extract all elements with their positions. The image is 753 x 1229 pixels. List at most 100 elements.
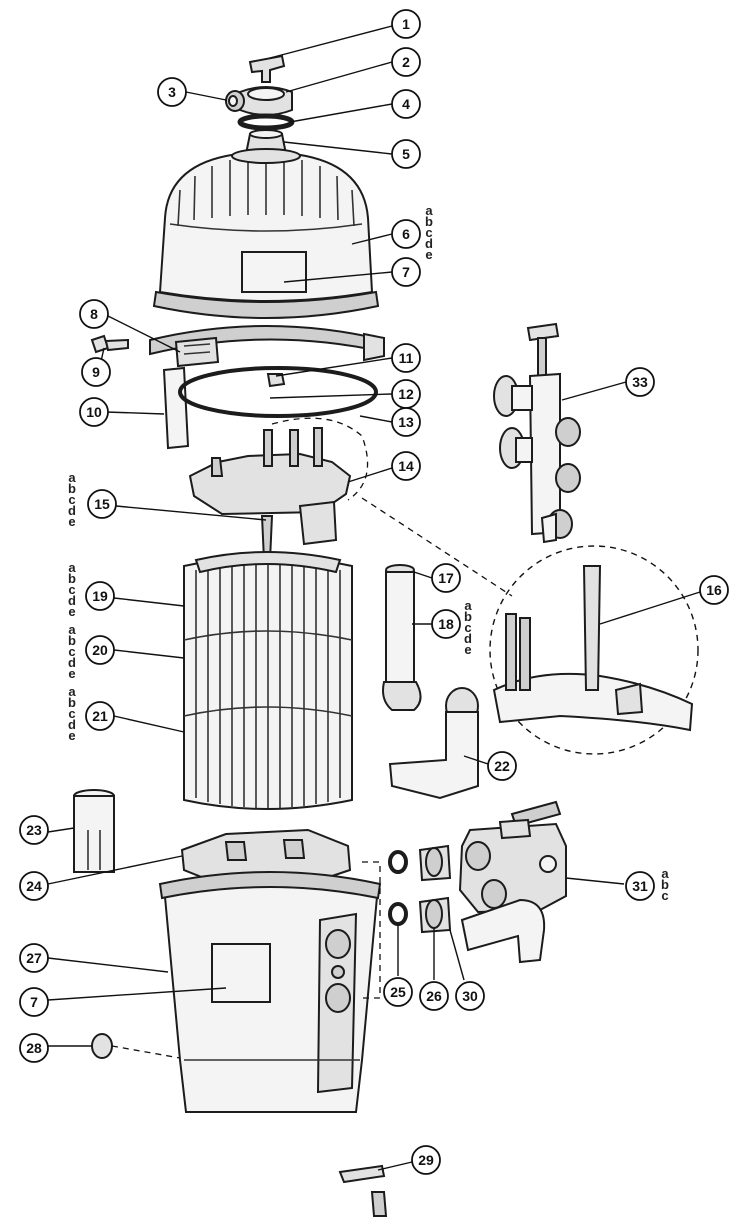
callout-number: 6 xyxy=(402,226,410,242)
callout-30: 30 xyxy=(455,981,485,1011)
part-33-valve-assembly xyxy=(493,322,581,544)
variant-letter: b xyxy=(425,214,433,229)
guide-lines xyxy=(111,417,513,1059)
variant-letter: c xyxy=(68,492,75,507)
variants-21: a b c d e xyxy=(68,684,76,743)
variant-letter: e xyxy=(464,642,471,657)
variant-letter: b xyxy=(68,695,76,710)
part-4-o-ring xyxy=(237,113,295,131)
variants-18: a b c d e xyxy=(464,598,472,657)
callout-21: 21 xyxy=(85,701,115,731)
variant-letter: a xyxy=(68,470,76,485)
variants-15: a b c d e xyxy=(68,470,76,529)
leader-lines xyxy=(47,25,701,1171)
callout-number: 2 xyxy=(402,54,410,70)
part-22-bottom-elbow xyxy=(388,687,479,800)
variant-letter: b xyxy=(68,571,76,586)
part-29-key xyxy=(338,1164,388,1217)
variant-letter: c xyxy=(661,888,668,903)
variant-letter: e xyxy=(68,604,75,619)
callout-number: 16 xyxy=(706,582,722,598)
callout-number: 7 xyxy=(402,264,410,280)
variant-letter: a xyxy=(68,622,76,637)
callout-number: 8 xyxy=(90,306,98,322)
callout-number: 10 xyxy=(86,404,102,420)
callout-number: 31 xyxy=(632,878,648,894)
callout-16: 16 xyxy=(699,575,729,605)
variant-letter: d xyxy=(68,593,76,608)
variant-letter: a xyxy=(661,866,669,881)
callout-8: 8 xyxy=(79,299,109,329)
callout-number: 13 xyxy=(398,414,414,430)
part-23-standpipe xyxy=(73,789,115,873)
callout-number: 21 xyxy=(92,708,108,724)
callout-number: 11 xyxy=(399,350,414,366)
callout-5: 5 xyxy=(391,139,421,169)
part-10-warning-tag xyxy=(162,366,190,450)
callout-7-lid: 7 xyxy=(391,257,421,287)
variant-letter: a xyxy=(68,684,76,699)
callout-number: 3 xyxy=(168,84,176,100)
callout-15: 15 xyxy=(87,489,117,519)
callout-number: 22 xyxy=(494,758,510,774)
callout-9: 9 xyxy=(81,357,111,387)
variant-letter: b xyxy=(68,481,76,496)
callout-number: 4 xyxy=(402,96,410,112)
callout-number: 15 xyxy=(94,496,110,512)
callout-number: 20 xyxy=(92,642,108,658)
part-2-valve-body xyxy=(225,86,293,116)
variant-letter: c xyxy=(68,582,75,597)
part-31-multiport-valve xyxy=(458,800,567,964)
callout-29: 29 xyxy=(411,1145,441,1175)
callout-19: 19 xyxy=(85,581,115,611)
variant-letter: b xyxy=(464,609,472,624)
callout-6: 6 xyxy=(391,219,421,249)
callout-17: 17 xyxy=(431,563,461,593)
callout-number: 29 xyxy=(418,1152,434,1168)
callout-2: 2 xyxy=(391,47,421,77)
variants-31: a b c xyxy=(661,866,669,903)
callout-25: 25 xyxy=(383,977,413,1007)
callout-number: 23 xyxy=(26,822,42,838)
callout-number: 27 xyxy=(26,950,42,966)
part-24-bottom-manifold xyxy=(180,828,352,884)
callout-number: 18 xyxy=(438,616,454,632)
callout-number: 24 xyxy=(26,878,42,894)
part-8-clamp-band xyxy=(149,325,385,368)
variants-6: a b c d e xyxy=(425,203,433,262)
callout-27: 27 xyxy=(19,943,49,973)
callout-33: 33 xyxy=(625,367,655,397)
callout-26: 26 xyxy=(419,981,449,1011)
callout-28: 28 xyxy=(19,1033,49,1063)
variant-letter: a xyxy=(464,598,472,613)
variant-letter: d xyxy=(68,717,76,732)
variant-letter: a xyxy=(68,560,76,575)
callout-number: 28 xyxy=(26,1040,42,1056)
variants-19: a b c d e xyxy=(68,560,76,619)
variant-letter: d xyxy=(464,631,472,646)
variant-letter: c xyxy=(68,644,75,659)
variant-letter: d xyxy=(68,655,76,670)
callout-14: 14 xyxy=(391,451,421,481)
callout-1: 1 xyxy=(391,9,421,39)
callout-4: 4 xyxy=(391,89,421,119)
callout-13: 13 xyxy=(391,407,421,437)
callout-7-tank: 7 xyxy=(19,987,49,1017)
callout-10: 10 xyxy=(79,397,109,427)
callout-number: 26 xyxy=(426,988,442,1004)
callout-12: 12 xyxy=(391,379,421,409)
variant-letter: e xyxy=(68,514,75,529)
variant-letter: e xyxy=(68,728,75,743)
variant-letter: b xyxy=(68,633,76,648)
variant-letter: e xyxy=(425,247,432,262)
callout-23: 23 xyxy=(19,815,49,845)
variant-letter: e xyxy=(68,666,75,681)
callout-number: 9 xyxy=(92,364,100,380)
part-9-clamp-bolt xyxy=(90,334,129,354)
part-19-21-cartridges xyxy=(183,551,353,810)
variant-letter: c xyxy=(425,225,432,240)
callout-number: 7 xyxy=(30,994,38,1010)
variant-letter: c xyxy=(464,620,471,635)
part-11-nut xyxy=(266,373,286,388)
